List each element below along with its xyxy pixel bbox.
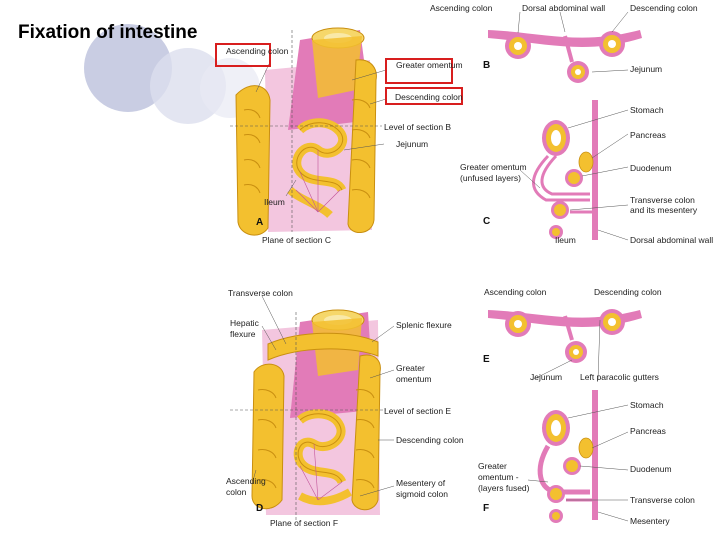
leader-lines	[251, 11, 629, 522]
label-e-jejunum: Jejunum	[530, 372, 562, 382]
label-c-unfused-layers: (unfused layers)	[460, 173, 521, 183]
label-jejunum: Jejunum	[396, 139, 428, 149]
label-c-stomach: Stomach	[630, 105, 664, 115]
panel-letter-e: E	[483, 354, 490, 365]
label-d-greater: Greater	[396, 363, 425, 373]
label-f-transverse-colon: Transverse colon	[630, 495, 695, 505]
label-e-ascending-colon: Ascending colon	[484, 287, 547, 297]
highlight-box-greater-omentum	[385, 58, 453, 84]
panel-a-illustration	[230, 27, 382, 236]
label-f-stomach: Stomach	[630, 400, 664, 410]
panel-e-section	[488, 309, 642, 363]
label-level-section-b: Level of section B	[384, 122, 451, 132]
label-b-ascending-colon: Ascending colon	[430, 3, 493, 13]
panel-letter-b: B	[483, 60, 490, 71]
label-c-transverse-colon: Transverse colon	[630, 195, 695, 205]
label-e-descending-colon: Descending colon	[594, 287, 662, 297]
panel-letter-f: F	[483, 503, 489, 514]
slide-title: Fixation of intestine	[18, 22, 198, 43]
label-f-mesentery: Mesentery	[630, 516, 670, 526]
label-plane-section-c: Plane of section C	[262, 235, 331, 245]
label-f-pancreas: Pancreas	[630, 426, 666, 436]
label-c-pancreas: Pancreas	[630, 130, 666, 140]
panel-letter-c: C	[483, 216, 490, 227]
label-f-layers-fused: (layers fused)	[478, 483, 530, 493]
label-ascending-colon: Ascending colon	[226, 46, 289, 56]
label-f-omentum: omentum -	[478, 472, 519, 482]
label-d-transverse-colon: Transverse colon	[228, 288, 293, 298]
label-d-descending-colon: Descending colon	[396, 435, 464, 445]
label-d-mesentery-of: Mesentery of	[396, 478, 446, 488]
label-c-ileum: Ileum	[555, 235, 576, 245]
label-c-greater-omentum: Greater omentum	[460, 162, 527, 172]
label-b-descending-colon: Descending colon	[630, 3, 698, 13]
label-e-paracolic-gutters: Left paracolic gutters	[580, 372, 659, 382]
panel-b-section	[488, 30, 642, 83]
panel-letter-a: A	[256, 217, 263, 228]
label-ileum: Ileum	[264, 197, 285, 207]
label-d-level-section-e: Level of section E	[384, 406, 451, 416]
panel-d-illustration	[230, 309, 386, 520]
label-d-colon: colon	[226, 487, 247, 497]
label-c-duodenum: Duodenum	[630, 163, 672, 173]
label-d-plane-section-f: Plane of section F	[270, 518, 338, 528]
highlight-box-descending-colon	[385, 87, 463, 105]
panel-letter-d: D	[256, 503, 263, 514]
label-greater-omentum: Greater omentum	[396, 60, 463, 70]
highlight-box-ascending-colon	[215, 43, 271, 67]
label-d-sigmoid-colon: sigmoid colon	[396, 489, 448, 499]
label-b-dorsal-wall: Dorsal abdominal wall	[522, 3, 605, 13]
panel-f-section	[537, 390, 598, 523]
label-b-jejunum: Jejunum	[630, 64, 662, 74]
label-d-splenic-flexure: Splenic flexure	[396, 320, 452, 330]
label-d-flexure: flexure	[230, 329, 256, 339]
panel-c-section	[532, 100, 598, 240]
label-descending-colon: Descending colon	[395, 92, 463, 102]
label-d-omentum: omentum	[396, 374, 431, 384]
label-d-ascending: Ascending	[226, 476, 266, 486]
label-f-greater: Greater	[478, 461, 507, 471]
label-c-dorsal-wall: Dorsal abdominal wall	[630, 235, 713, 245]
label-f-duodenum: Duodenum	[630, 464, 672, 474]
label-c-mesentery: and its mesentery	[630, 205, 698, 215]
label-d-hepatic: Hepatic	[230, 318, 260, 328]
